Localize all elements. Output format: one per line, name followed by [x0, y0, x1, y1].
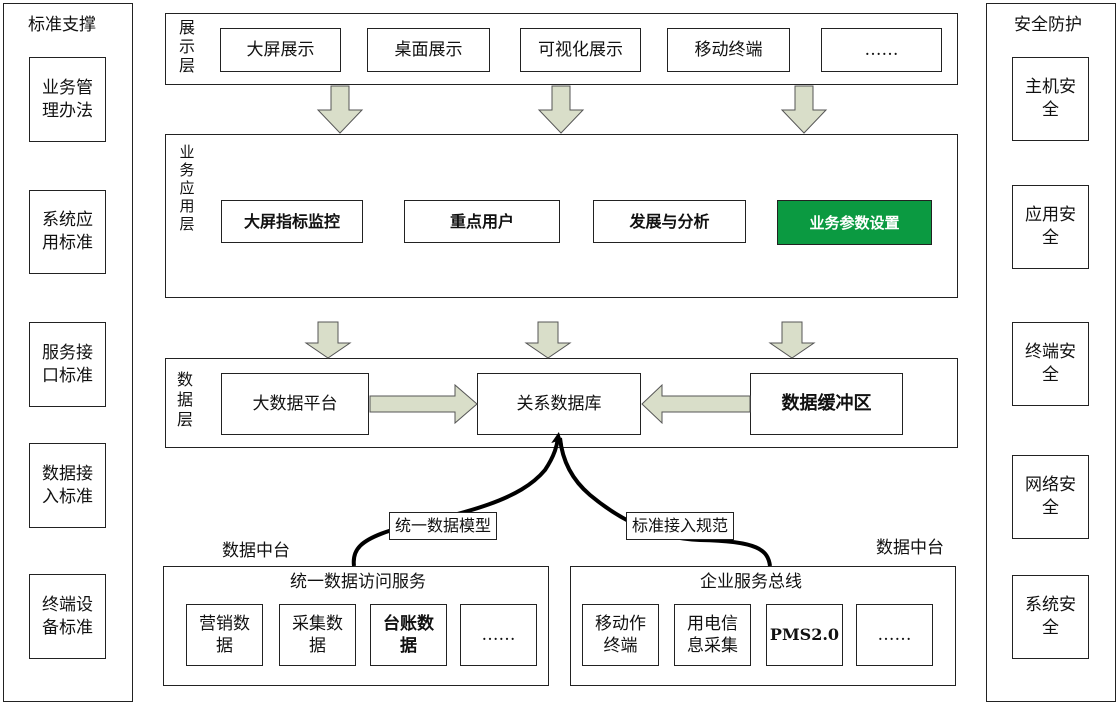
middle-left-title: 统一数据访问服务 — [290, 572, 426, 592]
display-item: …… — [821, 28, 942, 72]
left-panel-title: 标准支撑 — [28, 15, 96, 35]
relational-database: 关系数据库 — [477, 373, 641, 435]
middle-right-title: 企业服务总线 — [700, 572, 802, 592]
service-bus-item: …… — [856, 604, 933, 666]
standard-item: 系统应用标准 — [29, 190, 106, 274]
security-item: 主机安全 — [1012, 57, 1089, 141]
display-layer-label: 展示层 — [178, 18, 195, 75]
data-layer-label: 数据层 — [176, 370, 193, 429]
business-layer-label: 业务应用层 — [179, 143, 195, 233]
down-arrow — [316, 85, 364, 134]
right-panel-title: 安全防护 — [1014, 15, 1082, 35]
standard-item: 数据接入标准 — [29, 443, 106, 528]
data-source-item: 采集数据 — [279, 604, 356, 666]
business-item: 大屏指标监控 — [221, 200, 363, 243]
down-arrow — [537, 85, 585, 134]
business-item-highlighted: 业务参数设置 — [777, 200, 932, 245]
standard-item: 终端设备标准 — [29, 574, 106, 659]
right-curve-connector — [558, 437, 772, 567]
display-item: 大屏展示 — [220, 28, 341, 72]
business-item: 重点用户 — [404, 200, 560, 243]
standard-item: 业务管理办法 — [29, 57, 106, 142]
display-item: 移动终端 — [667, 28, 790, 72]
display-item: 桌面展示 — [367, 28, 490, 72]
down-arrow — [780, 85, 828, 134]
left-curve-connector — [351, 432, 564, 567]
security-item: 应用安全 — [1012, 185, 1089, 269]
data-source-item: 台账数据 — [370, 604, 447, 666]
middle-left-caption: 数据中台 — [222, 541, 290, 561]
service-bus-item: 用电信息采集 — [674, 604, 751, 666]
big-data-platform: 大数据平台 — [221, 373, 369, 435]
data-buffer: 数据缓冲区 — [750, 373, 903, 435]
unified-model-tag: 统一数据模型 — [389, 512, 498, 540]
service-bus-item: 移动作终端 — [582, 604, 659, 666]
data-source-item: …… — [460, 604, 537, 666]
security-item: 终端安全 — [1012, 322, 1089, 406]
data-source-item: 营销数据 — [186, 604, 263, 666]
middle-right-caption: 数据中台 — [876, 538, 944, 558]
down-arrow — [768, 321, 816, 359]
security-item: 网络安全 — [1012, 455, 1089, 539]
down-arrow — [304, 321, 352, 359]
security-item: 系统安全 — [1012, 575, 1089, 659]
service-bus-item: PMS2.0 — [766, 604, 843, 666]
display-item: 可视化展示 — [520, 28, 641, 72]
standard-item: 服务接口标准 — [29, 322, 106, 407]
down-arrow — [524, 321, 572, 359]
access-standard-tag: 标准接入规范 — [626, 512, 735, 540]
business-item: 发展与分析 — [593, 200, 746, 243]
